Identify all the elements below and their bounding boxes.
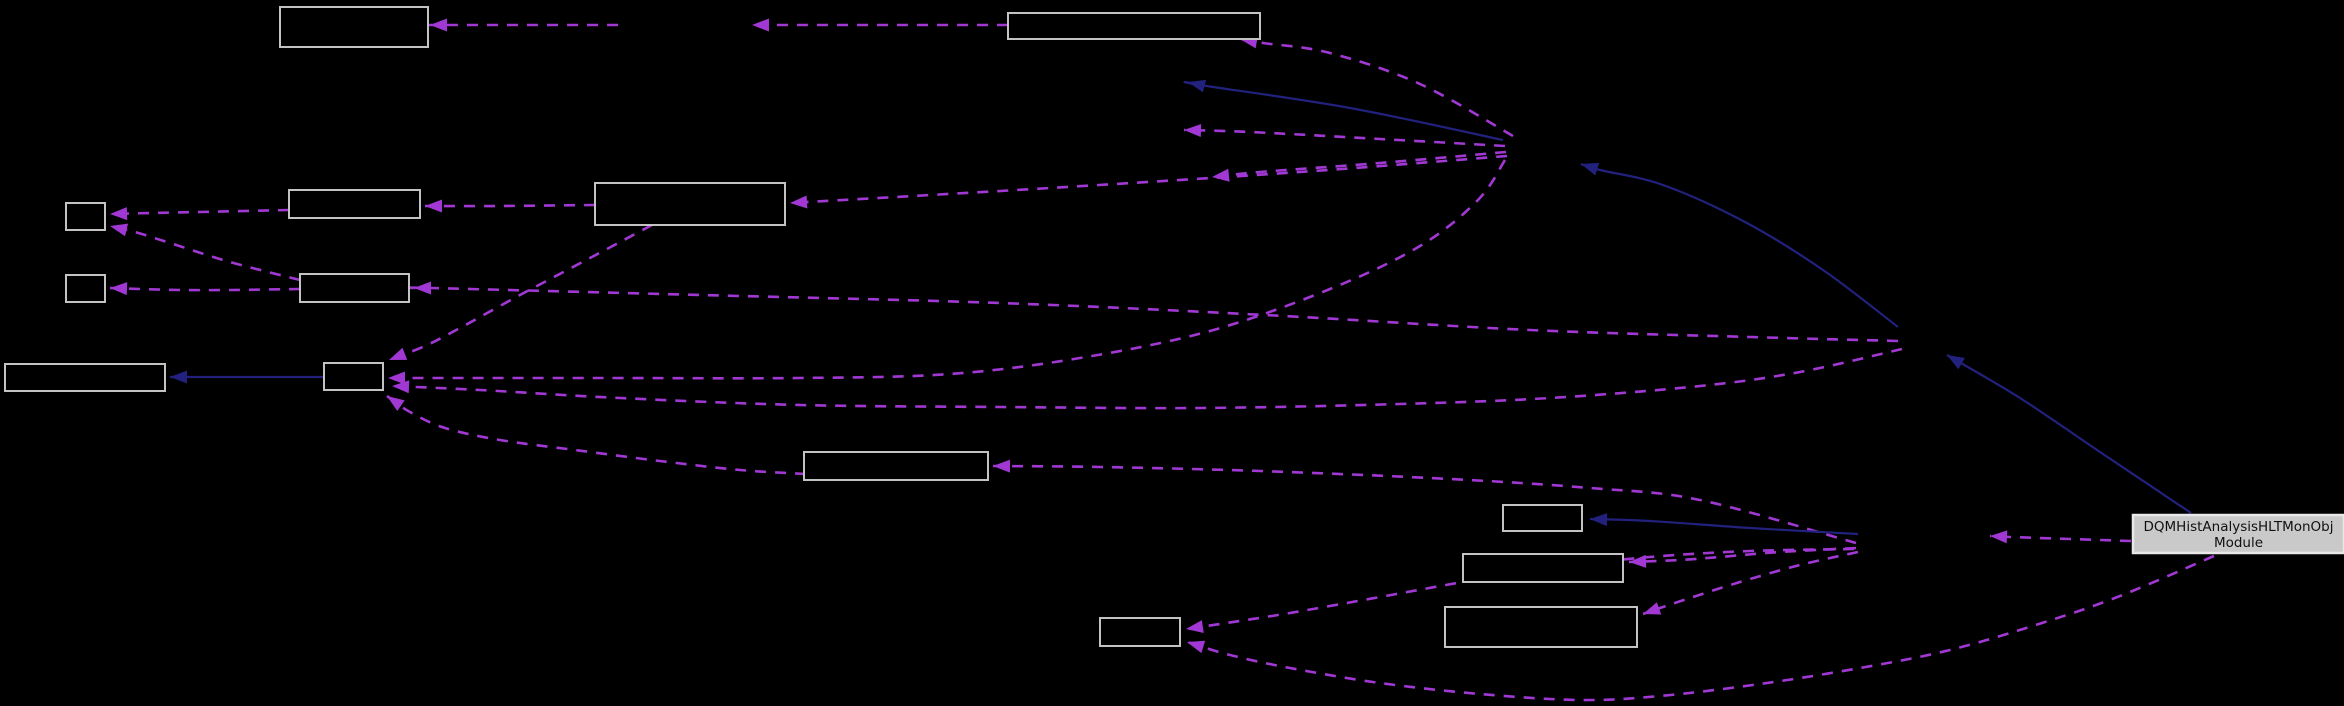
class-node-d[interactable] [65,274,106,303]
class-node-b[interactable] [1007,12,1261,40]
class-node-m[interactable] [1444,606,1638,648]
edge-f-to-e [424,199,596,213]
edge-e-to-c [109,207,290,221]
edge-module-to-hub2-arrowhead [1947,355,1965,370]
edge-hub3-to-j-arrowhead [993,459,1011,473]
node-l-box[interactable] [1462,553,1624,583]
node-g-box[interactable] [299,273,410,303]
edge-hub3-to-k [1589,513,1859,536]
edge-module-to-hub3 [1989,530,2132,544]
edge-g-to-d [109,282,301,296]
class-node-j[interactable] [803,451,989,481]
edge-hub3-to-j [992,459,1857,545]
class-node-n[interactable] [1099,617,1181,647]
edge-g-to-d-arrowhead [110,282,128,296]
edge-module-to-hub2 [1946,354,2192,514]
edge-module-to-n-arrowhead [1187,640,1206,654]
class-node-g[interactable] [299,273,410,303]
edge-hub1-to-space2-arrowhead [1212,168,1230,182]
edge-b-to-hidden-arrowhead [752,18,769,32]
edge-j-to-i [386,394,807,476]
node-m-box[interactable] [1444,606,1638,648]
edge-hidden-to-a [427,18,618,32]
edge-hub1-to-space2 [1211,150,1507,182]
edge-hub1-to-space1 [1183,124,1506,148]
edge-f-to-e-arrowhead [425,199,442,213]
edge-hub3-to-k-arrowhead [1590,513,1608,527]
class-node-f[interactable] [594,182,786,226]
edge-hub2-to-hub1-arrowhead [1581,162,1600,176]
edge-hub1-to-space3 [1183,79,1504,142]
edge-hub1-to-i [388,159,1507,385]
edge-hub3-to-m-arrowhead [1643,602,1662,615]
class-node-l[interactable] [1462,553,1624,583]
edge-hub1-to-space3-arrowhead [1188,79,1207,93]
edge-j-to-i-arrowhead [387,396,405,412]
edge-hub3-to-l-arrowhead [1629,554,1647,568]
node-d-box[interactable] [65,274,106,303]
class-node-i[interactable] [323,362,384,391]
class-node-h[interactable] [4,363,166,392]
node-c-box[interactable] [65,202,106,231]
node-h-box[interactable] [4,363,166,392]
edge-hub2-to-g-arrowhead [414,281,431,295]
edge-hidden-to-a-arrowhead [430,18,447,32]
edge-f-to-i [388,223,653,362]
edge-hub2-to-i [391,347,1903,410]
edge-i-to-h-arrowhead [170,370,187,384]
edge-f-to-i-arrowhead [389,347,408,360]
edge-i-to-h [170,370,324,384]
edge-hub2-to-hub1 [1580,162,1899,328]
node-e-box[interactable] [288,189,421,219]
node-a-box[interactable] [279,6,429,48]
node-k-box[interactable] [1502,504,1583,532]
node-i-box[interactable] [323,362,384,391]
edge-g-to-c-arrowhead [110,223,129,237]
edge-b-to-hidden [752,18,1008,32]
module-label-line1: DQMHistAnalysisHLTMonObj [2144,519,2334,535]
edge-hub1-to-space1-arrowhead [1184,124,1202,138]
edge-module-to-n [1186,554,2215,702]
class-node-k[interactable] [1502,504,1583,532]
edge-hub1-to-i-arrowhead [388,371,405,385]
class-node-a[interactable] [279,6,429,48]
class-node-c[interactable] [65,202,106,231]
edge-hub1-to-f [789,154,1508,209]
edge-g-to-c [109,223,301,282]
node-b-box[interactable] [1007,12,1261,40]
edge-hub1-to-f-arrowhead [790,195,808,209]
node-f-box[interactable] [594,182,786,226]
node-j-box[interactable] [803,451,989,481]
node-n-box[interactable] [1099,617,1181,647]
edge-hub3-to-n [1185,547,1855,633]
edge-hub2-to-i-arrowhead [392,380,410,394]
edge-hub3-to-m [1642,550,1859,616]
dqm-module-box[interactable] [2131,513,2344,555]
edge-e-to-c-arrowhead [110,207,128,221]
edge-hub3-to-n-arrowhead [1186,620,1204,633]
edge-hub2-to-g [403,281,1899,343]
class-node-e[interactable] [288,189,421,219]
module-label-line2: Module [2214,535,2263,551]
edge-module-to-hub3-arrowhead [1990,530,2008,544]
